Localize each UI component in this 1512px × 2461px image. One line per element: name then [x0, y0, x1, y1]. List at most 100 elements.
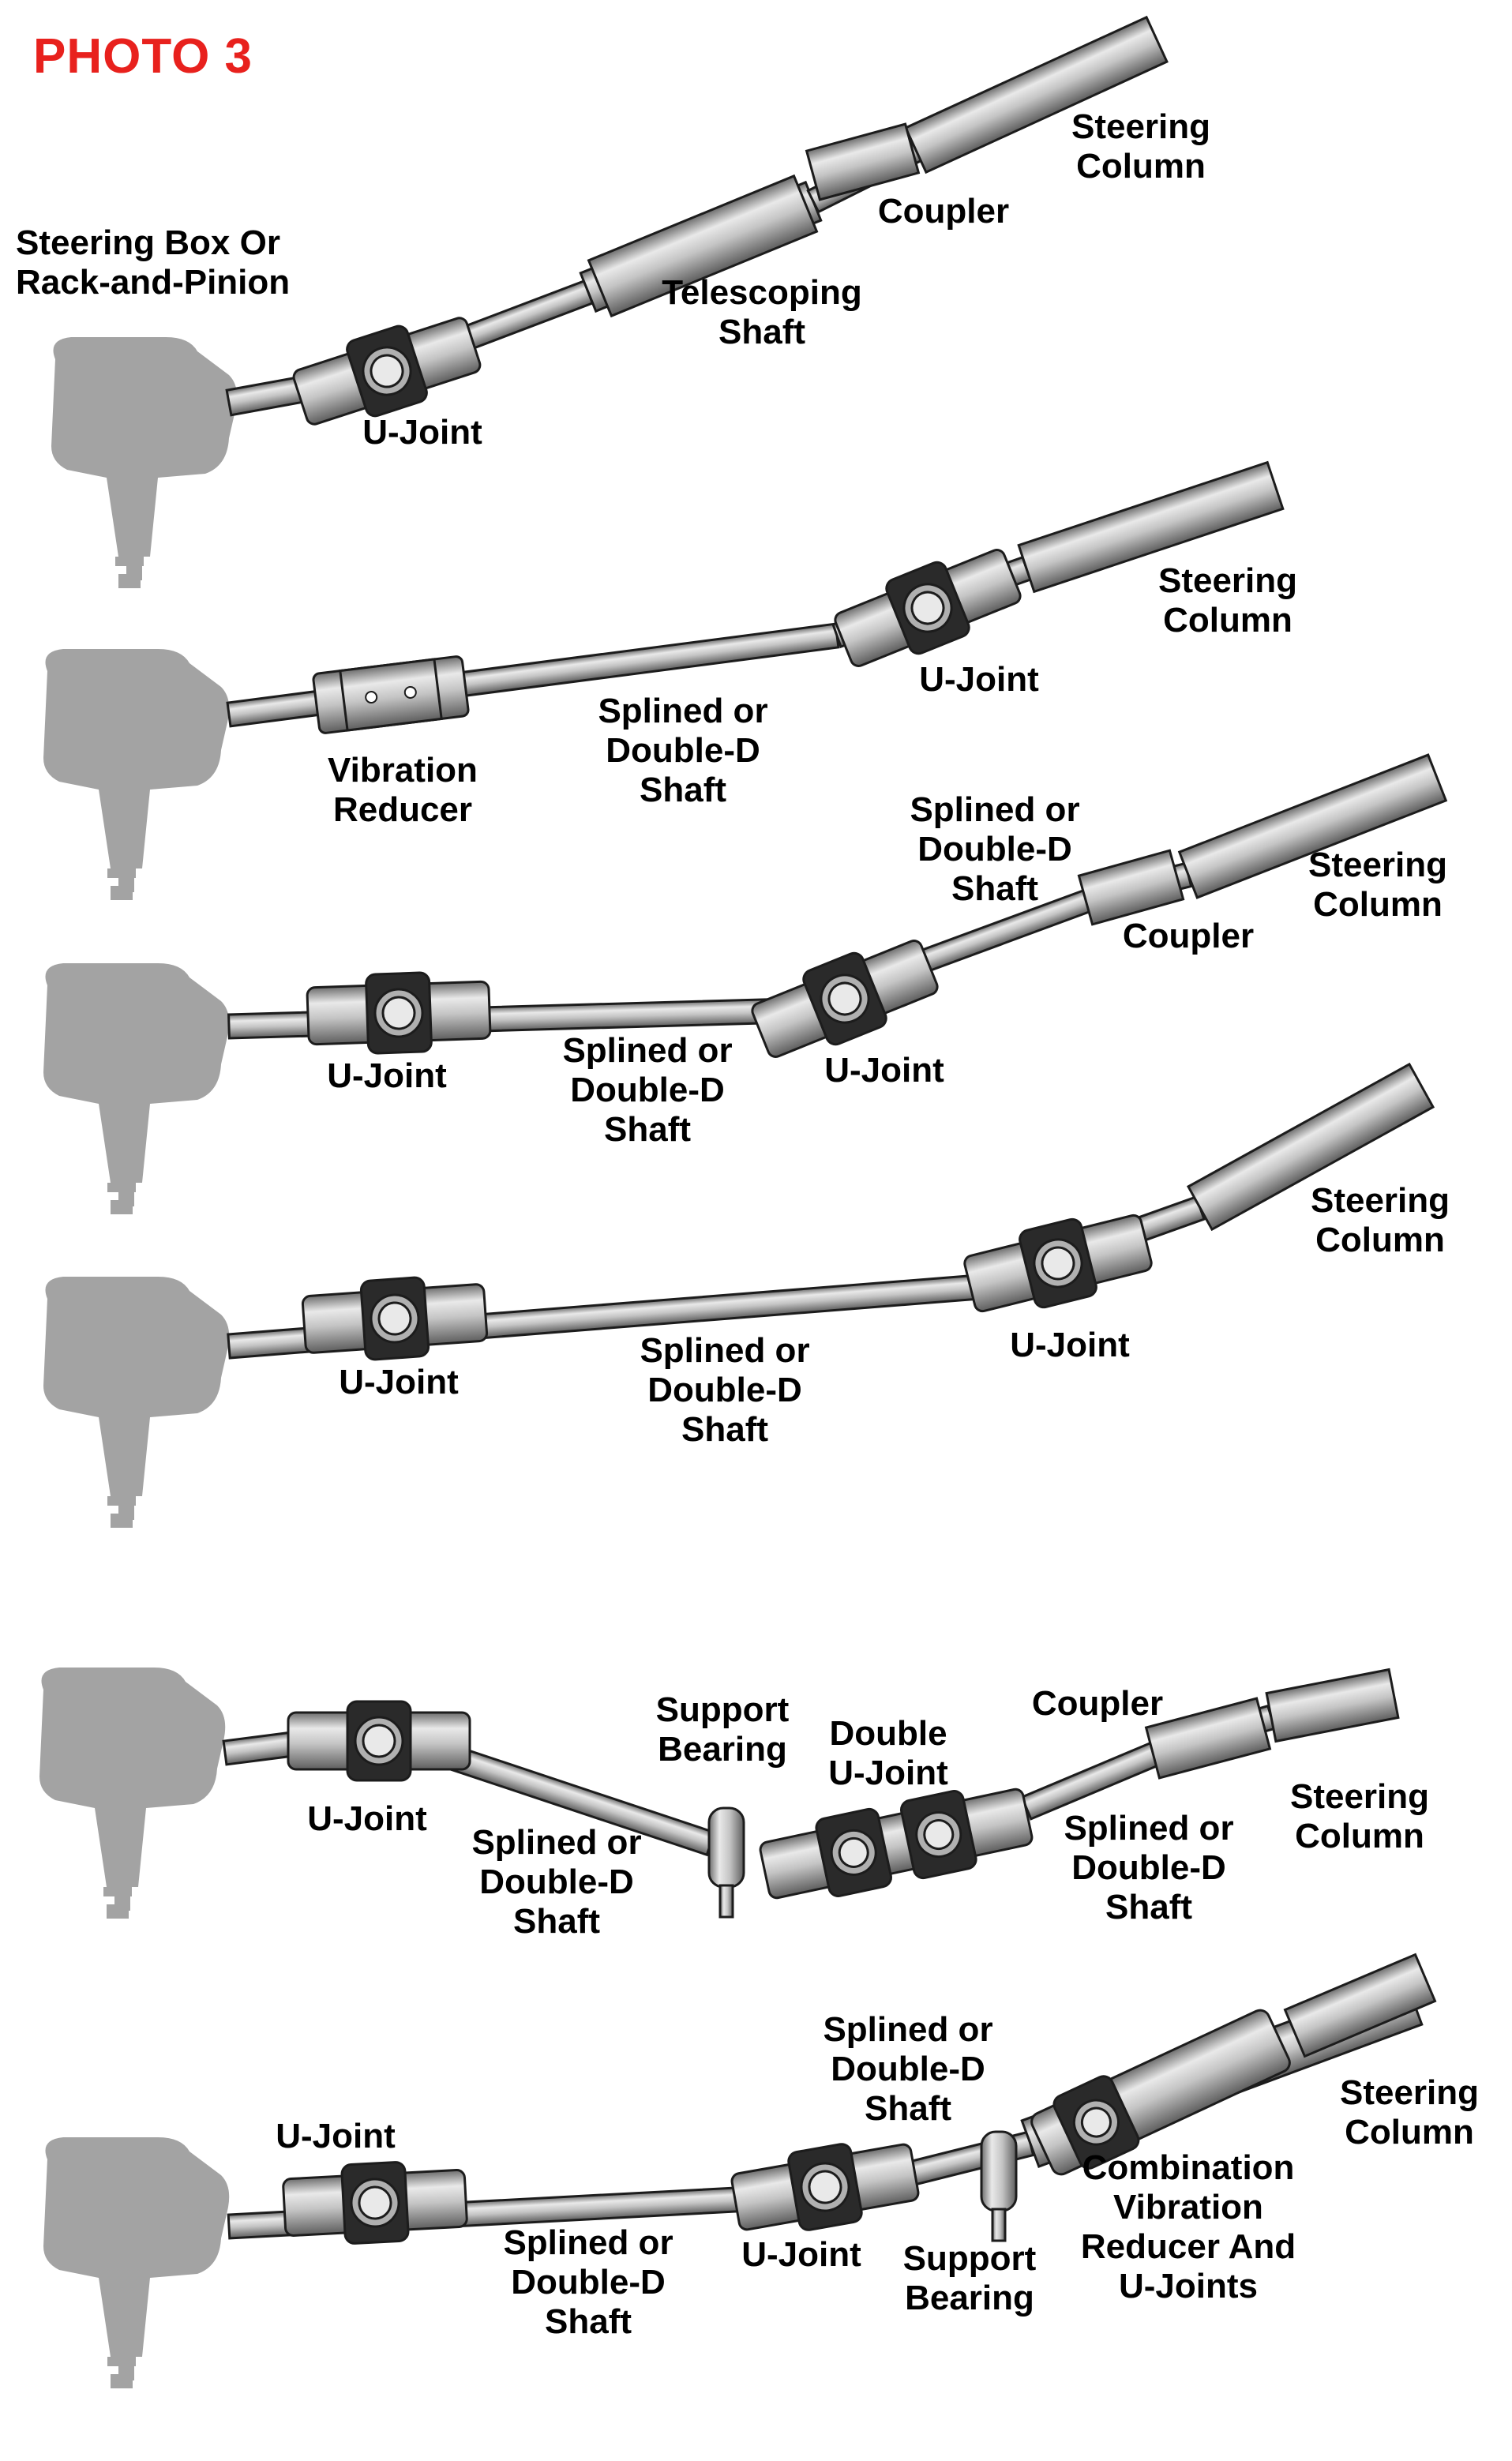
diagram-4-label-1: U-Joint — [339, 1363, 459, 1401]
double-u-joint-5 — [759, 1788, 1034, 1900]
label-line: U-Joints — [1119, 2267, 1258, 2305]
label-line: U-Joint — [1010, 1326, 1130, 1364]
label-line: Double-D — [570, 1071, 725, 1109]
u-joint-3-2 — [751, 940, 939, 1058]
label-line: Column — [1345, 2113, 1474, 2151]
shaft-3-4 — [1177, 753, 1448, 899]
diagram-3-label-5: Coupler — [1123, 917, 1254, 955]
label-line: U-Joint — [824, 1051, 944, 1090]
label-line: Shaft — [1105, 1888, 1192, 1926]
label-line: Steering Box Or — [16, 223, 280, 262]
label-line: Coupler — [1032, 1684, 1163, 1723]
diagram-1-label-2: U-Joint — [362, 413, 482, 452]
diagram-6-label-3: U-Joint — [741, 2235, 861, 2274]
label-line: Shaft — [545, 2302, 632, 2341]
u-joint-3-1 — [306, 971, 492, 1055]
label-line: Steering — [1311, 1181, 1450, 1220]
support-bearing-5 — [707, 1806, 745, 1919]
steering-box-6 — [43, 2137, 230, 2388]
label-line: Steering — [1340, 2073, 1479, 2112]
label-line: U-Joint — [741, 2235, 861, 2274]
label-line: Shaft — [951, 869, 1038, 908]
label-line: Reducer And — [1081, 2227, 1296, 2266]
label-line: Double-D — [831, 2050, 985, 2088]
label-line: Double-D — [917, 830, 1072, 868]
double-u-joint-6 — [1030, 2009, 1291, 2176]
label-line: Column — [1315, 1221, 1445, 1259]
steering-box-4 — [43, 1277, 230, 1528]
label-line: U-Joint — [362, 413, 482, 452]
support-bearing-6 — [980, 2130, 1018, 2242]
u-joint-6-1 — [282, 2161, 468, 2245]
u-joint-4-2 — [963, 1214, 1153, 1313]
label-line: Shaft — [718, 313, 805, 351]
label-line: U-Joint — [339, 1363, 459, 1401]
label-line: Double-D — [511, 2263, 666, 2302]
steering-box-3 — [43, 963, 230, 1214]
label-line: Splined or — [823, 2010, 992, 2049]
shaft-4-3 — [1186, 1062, 1435, 1232]
label-line: Support — [656, 1690, 790, 1729]
label-line: Telescoping — [662, 273, 861, 312]
diagram-1-label-4: Coupler — [878, 192, 1009, 231]
label-line: Steering — [1158, 561, 1297, 600]
diagram-2-label-3: U-Joint — [919, 660, 1039, 699]
label-line: Double — [829, 1714, 947, 1753]
label-line: Splined or — [503, 2223, 673, 2262]
label-line: Double-D — [1071, 1848, 1226, 1887]
label-line: Double-D — [479, 1863, 634, 1901]
label-line: Support — [903, 2239, 1037, 2278]
u-joint-6-2 — [730, 2143, 920, 2231]
shaft-1-5 — [904, 15, 1169, 174]
tube-3-1 — [1077, 849, 1185, 926]
label-line: Column — [1163, 601, 1293, 640]
label-line: Shaft — [640, 771, 726, 809]
diagram-3-label-3: U-Joint — [824, 1051, 944, 1090]
shaft-2-3 — [1017, 460, 1285, 594]
steering-box-5 — [39, 1668, 226, 1919]
label-line: Shaft — [681, 1410, 768, 1449]
steering-box-2 — [43, 649, 230, 900]
u-joint-5-1 — [287, 1700, 471, 1782]
label-line: Shaft — [604, 1110, 691, 1149]
label-line: Combination — [1082, 2148, 1295, 2187]
photo-label: PHOTO 3 — [33, 29, 253, 84]
diagram-5-label-5: Coupler — [1032, 1684, 1163, 1723]
label-line: Splined or — [562, 1031, 732, 1070]
label-line: Splined or — [471, 1823, 641, 1862]
label-line: U-Joint — [327, 1056, 447, 1095]
label-line: Reducer — [333, 790, 472, 829]
label-line: Double-D — [606, 731, 760, 770]
diagram-3-label-1: U-Joint — [327, 1056, 447, 1095]
u-joint-2-1 — [834, 549, 1022, 667]
label-line: Double-D — [647, 1371, 802, 1409]
tube-6-1 — [1283, 1953, 1437, 2058]
label-line: Shaft — [865, 2089, 951, 2128]
tube-1-2 — [805, 122, 921, 201]
label-line: Shaft — [513, 1902, 600, 1941]
tube-1-1 — [587, 174, 819, 318]
label-line: Splined or — [910, 790, 1079, 829]
label-line: Column — [1313, 885, 1443, 924]
label-line: U-Joint — [919, 660, 1039, 699]
diagram-6-label-1: U-Joint — [276, 2117, 396, 2155]
label-line: Bearing — [905, 2279, 1034, 2317]
u-joint-1-1 — [292, 317, 482, 426]
label-line: Vibration — [328, 751, 478, 790]
